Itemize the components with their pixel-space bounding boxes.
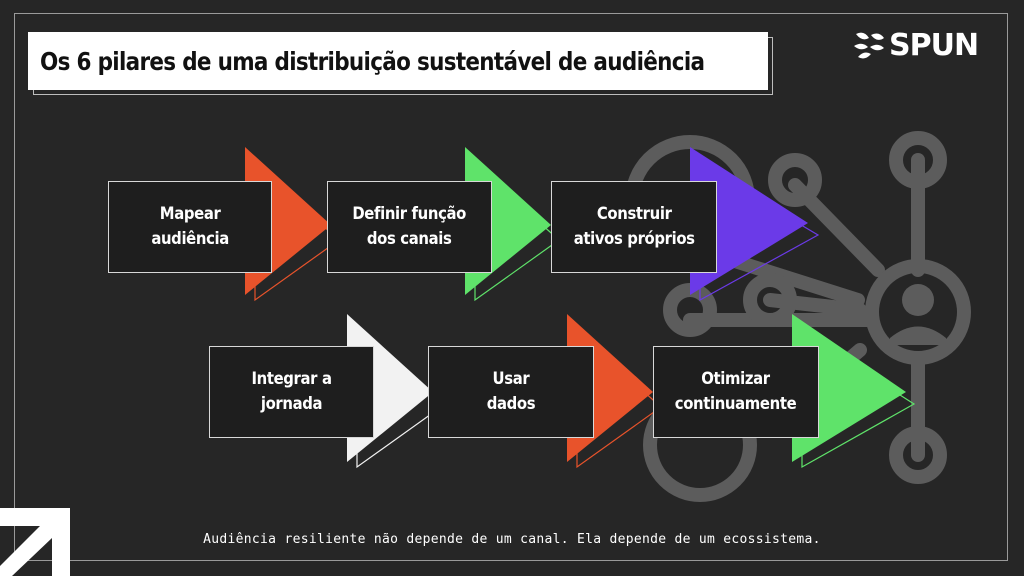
logo-text: SPUN [889,27,979,63]
leaf-cluster-icon [854,32,884,59]
page-title: Os 6 pilares de uma distribuição sustent… [40,46,705,76]
page-title-box: Os 6 pilares de uma distribuição sustent… [28,32,768,90]
arrow-up-right-icon [0,508,70,576]
slide-frame [14,13,1008,561]
footer-tagline: Audiência resiliente não depende de um c… [203,532,821,547]
spun-logo: SPUN [853,27,1003,63]
